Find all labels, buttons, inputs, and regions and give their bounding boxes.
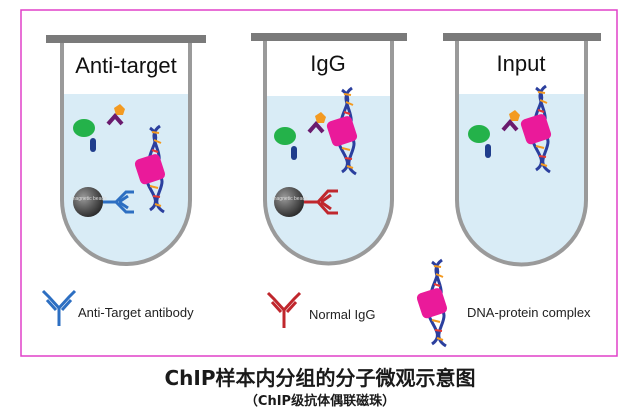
normal-igg-bound [304,189,338,215]
figure-subtitle: （ChIP级抗体偶联磁珠） [244,394,396,409]
tube-label-igg: IgG [310,51,346,76]
tube-body [455,40,588,267]
magnetic-bead: magnetic beads [71,187,107,217]
legend-dna-protein-complex-icon [414,258,450,348]
tube-liquid [62,94,190,264]
tube-anti-target: magnetic beads [46,35,206,266]
tube-rim [46,35,206,43]
legend-anti-target-antibody-icon [41,289,77,326]
magnetic-bead: magnetic beads [272,187,308,217]
tube-body [263,40,394,266]
figure-title: ChIP样本内分组的分子微观示意图 [164,366,476,390]
bead-label: magnetic beads [272,196,308,202]
tube-liquid [457,94,586,265]
legend-label-normal-igg: Normal IgG [309,307,376,322]
bead-label: magnetic beads [71,196,107,202]
tube-label-input: Input [496,51,546,76]
figure-frame [20,9,618,357]
tube-igg: magnetic beads [251,33,407,266]
legend-label-anti-target-antibody: Anti-Target antibody [78,305,194,320]
anti-target-antibody-bound [103,190,134,214]
tube-rim [251,33,407,41]
tube-liquid [265,96,392,264]
legend-label-dna-protein-complex: DNA-protein complex [467,305,591,320]
tube-rim [443,33,601,41]
tube-input [443,33,601,267]
legend-normal-igg-icon [266,291,302,328]
tube-body [60,42,192,266]
tube-label-anti-target: Anti-target [75,53,177,78]
